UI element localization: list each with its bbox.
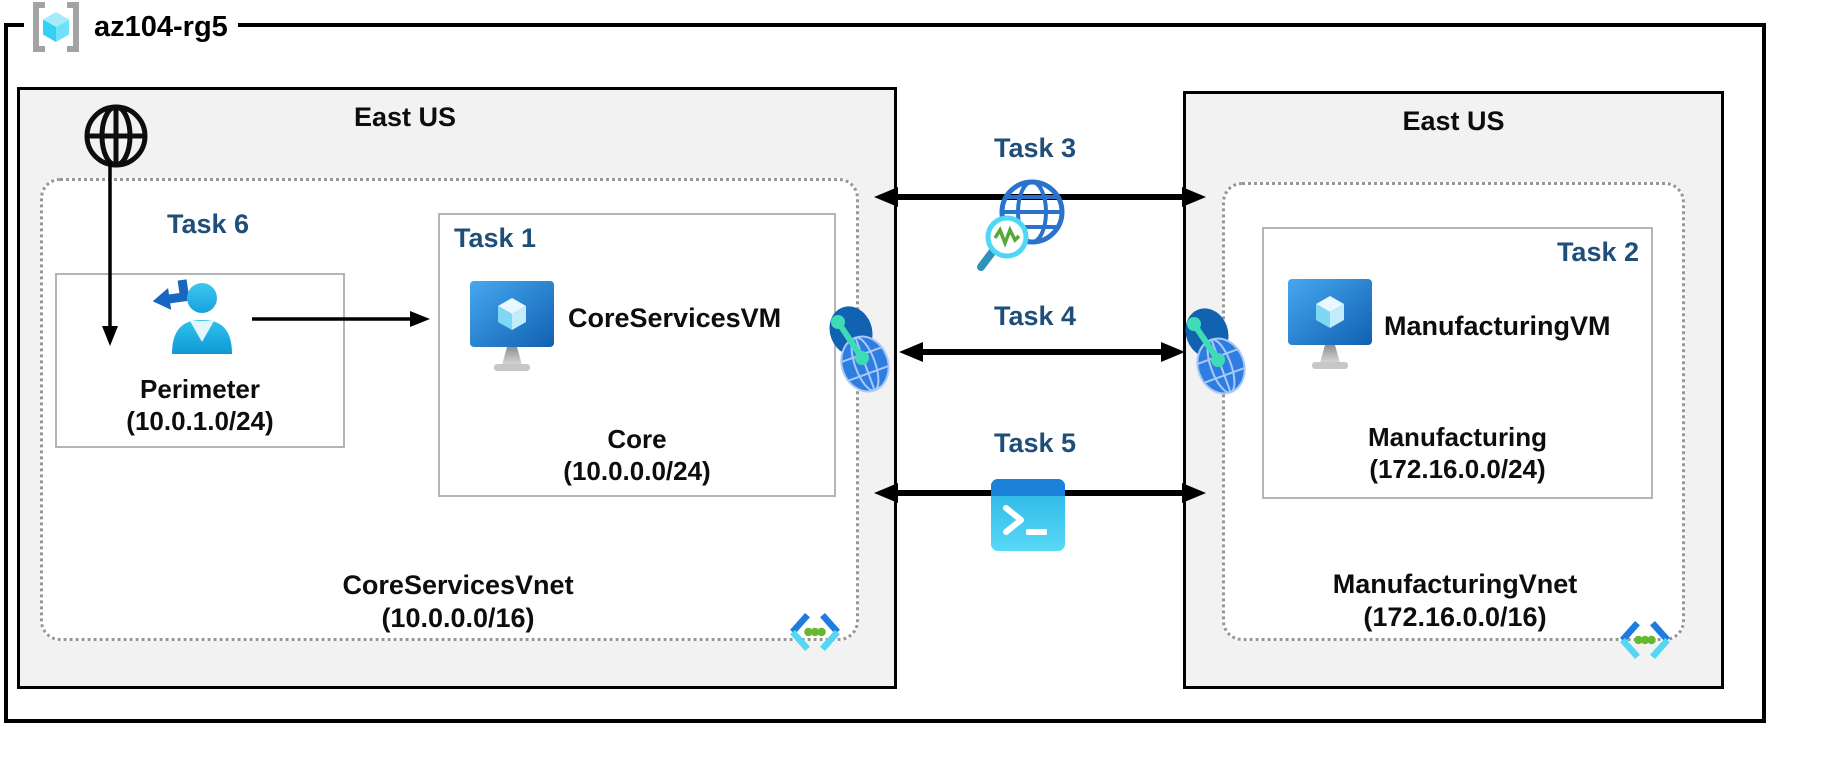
- subnet-box-perimeter: Perimeter (10.0.1.0/24): [55, 273, 345, 448]
- virtual-network-icon-left: [785, 609, 845, 655]
- vnet-coreservices-label: CoreServicesVnet (10.0.0.0/16): [248, 569, 668, 635]
- task-3-label: Task 3: [993, 133, 1077, 163]
- vm-name-manufacturing: ManufacturingVM: [1384, 311, 1611, 341]
- vnet-peering-icon-right: [1180, 306, 1248, 400]
- region-box-east-us-left: East US Task 6: [17, 87, 897, 689]
- resource-group-header: az104-rg5: [24, 0, 238, 54]
- vm-icon-coreservices: [467, 279, 557, 374]
- vnet-manufacturing-name: ManufacturingVnet: [1332, 569, 1578, 599]
- vnet-peering-icon-left: [824, 304, 892, 398]
- subnet-manufacturing-name: Manufacturing (172.16.0.0/24): [1264, 421, 1651, 485]
- network-watcher-icon: [968, 174, 1068, 276]
- subnet-core-name: Core (10.0.0.0/24): [440, 423, 834, 487]
- internet-icon: [80, 100, 152, 172]
- resource-group-icon: [28, 0, 84, 54]
- region-label-left: East US: [353, 102, 457, 132]
- region-label-right: East US: [1402, 106, 1505, 136]
- subnet-box-manufacturing: Task 2 ManufacturingVM Manufacturing (17…: [1262, 227, 1653, 499]
- cloud-shell-icon: [990, 478, 1066, 552]
- subnet-manufacturing-name-text: Manufacturing: [1367, 422, 1548, 452]
- vnet-coreservices-cidr: (10.0.0.0/16): [381, 603, 535, 633]
- vm-name-coreservices: CoreServicesVM: [568, 303, 782, 333]
- resource-group-name: az104-rg5: [94, 10, 228, 43]
- vnet-manufacturing-cidr: (172.16.0.0/16): [1363, 602, 1547, 632]
- user-return-icon: [150, 278, 242, 356]
- subnet-manufacturing-cidr: (172.16.0.0/24): [1369, 454, 1546, 484]
- arrow-internet-to-perimeter: [98, 162, 122, 348]
- task-5-label: Task 5: [993, 428, 1077, 458]
- subnet-core-cidr: (10.0.0.0/24): [563, 456, 711, 486]
- virtual-network-icon-right: [1615, 617, 1675, 663]
- task-4-label: Task 4: [993, 301, 1077, 331]
- task-1-label: Task 1: [454, 223, 537, 253]
- subnet-perimeter-cidr: (10.0.1.0/24): [126, 406, 274, 436]
- task-2-label: Task 2: [1556, 237, 1639, 267]
- arrow-task-4: [897, 338, 1187, 366]
- vm-icon-manufacturing: [1285, 277, 1375, 372]
- region-box-east-us-right: East US Task 2 ManufacturingVM: [1183, 91, 1724, 689]
- vnet-manufacturing-label: ManufacturingVnet (172.16.0.0/16): [1245, 568, 1665, 634]
- subnet-box-core: Task 1 CoreServicesVM Core (10.0.0.0/24): [438, 213, 836, 497]
- subnet-core-name-text: Core: [607, 424, 667, 454]
- subnet-perimeter-name-text: Perimeter: [140, 374, 260, 404]
- vnet-box-coreservices: Task 6 Perimeter (10.: [40, 178, 859, 652]
- subnet-perimeter-name: Perimeter (10.0.1.0/24): [57, 373, 343, 437]
- vnet-box-manufacturing: Task 2 ManufacturingVM Manufacturing (17…: [1222, 182, 1685, 660]
- arrow-perimeter-to-core: [252, 307, 432, 331]
- task-6-label: Task 6: [166, 209, 250, 239]
- vnet-coreservices-name: CoreServicesVnet: [342, 570, 574, 600]
